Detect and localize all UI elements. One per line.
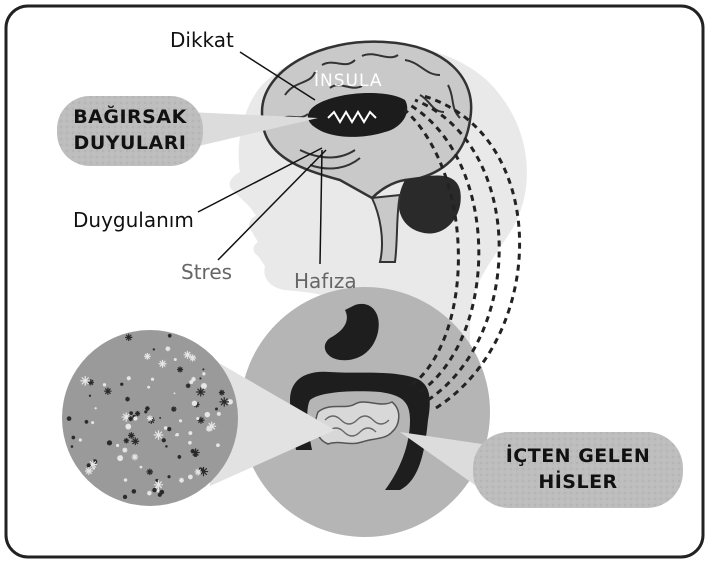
microbe-dot	[175, 434, 177, 436]
microbe-dot	[95, 407, 97, 409]
microbe-star	[124, 438, 130, 444]
microbe-dot	[151, 378, 154, 381]
microbe-dot	[67, 416, 72, 421]
microbe-star	[122, 448, 127, 453]
microbe-star	[128, 416, 133, 421]
microbe-dot	[167, 475, 170, 478]
microbe-star	[125, 334, 132, 341]
microbe-dot	[162, 438, 166, 442]
microbe-dot	[159, 417, 161, 419]
microbe-dot	[205, 412, 210, 417]
microbe-dot	[202, 368, 204, 370]
microbe-dot	[93, 467, 96, 470]
microbe-star	[171, 406, 176, 411]
microbe-star	[85, 467, 93, 475]
microbe-dot	[165, 445, 168, 448]
microbe-star	[159, 360, 167, 368]
inner-feelings-line2: HİSLER	[473, 469, 683, 495]
microbe-dot	[116, 444, 119, 447]
microbe-star	[177, 366, 183, 372]
microbe-dot	[117, 455, 123, 461]
microbiome-icon	[62, 330, 238, 506]
microbe-dot	[79, 438, 82, 441]
microbe-star	[125, 397, 130, 402]
microbe-dot	[123, 495, 127, 499]
microbe-dot	[188, 475, 193, 480]
microbe-dot	[192, 401, 198, 407]
microbe-star	[168, 334, 172, 338]
inner-feelings-text: İÇTEN GELEN HİSLER	[473, 443, 683, 495]
inner-feelings-line1: İÇTEN GELEN	[473, 443, 683, 469]
microbe-star	[85, 420, 89, 424]
gut-sensations-text: BAĞIRSAK DUYULARI	[57, 104, 203, 156]
microbe-star	[146, 469, 153, 476]
microbe-dot	[199, 377, 201, 379]
microbe-dot	[89, 395, 91, 397]
microbe-star	[91, 421, 94, 424]
microbe-dot	[196, 417, 199, 420]
microbe-dot	[153, 348, 155, 350]
microbe-dot	[125, 424, 131, 430]
insula-label: İNSULA	[314, 73, 382, 90]
gut-sensations-line2: DUYULARI	[57, 130, 203, 156]
microbe-star	[127, 376, 131, 380]
microbe-dot	[174, 392, 176, 394]
microbe-dot	[188, 441, 192, 445]
microbe-star	[165, 346, 170, 351]
microbe-dot	[179, 419, 182, 422]
microbe-dot	[107, 440, 112, 445]
microbe-star	[195, 468, 202, 475]
microbe-dot	[174, 358, 177, 361]
microbe-dot	[132, 489, 137, 494]
microbe-star	[88, 379, 94, 385]
attention-label: Dikkat	[170, 30, 234, 50]
microbe-dot	[188, 431, 192, 435]
microbe-dot	[156, 489, 159, 492]
microbe-dot	[133, 416, 137, 420]
microbe-star	[80, 376, 90, 386]
memory-label: Hafıza	[294, 271, 357, 291]
microbe-star	[145, 406, 150, 411]
microbe-dot	[202, 372, 205, 375]
microbe-dot	[120, 383, 123, 386]
microbe-star	[128, 432, 135, 439]
microbe-dot	[216, 443, 220, 447]
microbe-dot	[152, 488, 156, 492]
emotion-label: Duygulanım	[73, 210, 194, 230]
microbe-dot	[140, 466, 143, 469]
microbe-star	[191, 448, 199, 456]
microbe-star	[177, 455, 181, 459]
microbe-star	[144, 410, 147, 413]
microbe-star	[189, 354, 196, 361]
gut-sensations-line1: BAĞIRSAK	[57, 104, 203, 130]
microbe-star	[135, 411, 140, 416]
microbe-star	[131, 437, 139, 445]
microbe-dot	[159, 490, 164, 495]
microbe-star	[217, 412, 221, 416]
microbe-dot	[164, 426, 168, 430]
microbe-dot	[129, 411, 133, 415]
microbe-dot	[147, 386, 150, 389]
microbe-star	[132, 454, 139, 461]
microbe-dot	[215, 408, 218, 411]
microbe-dot	[71, 445, 74, 448]
microbe-dot	[189, 380, 193, 384]
microbe-dot	[103, 383, 106, 386]
microbe-dot	[201, 383, 207, 389]
stress-label: Stres	[181, 262, 232, 282]
microbe-star	[147, 491, 152, 496]
